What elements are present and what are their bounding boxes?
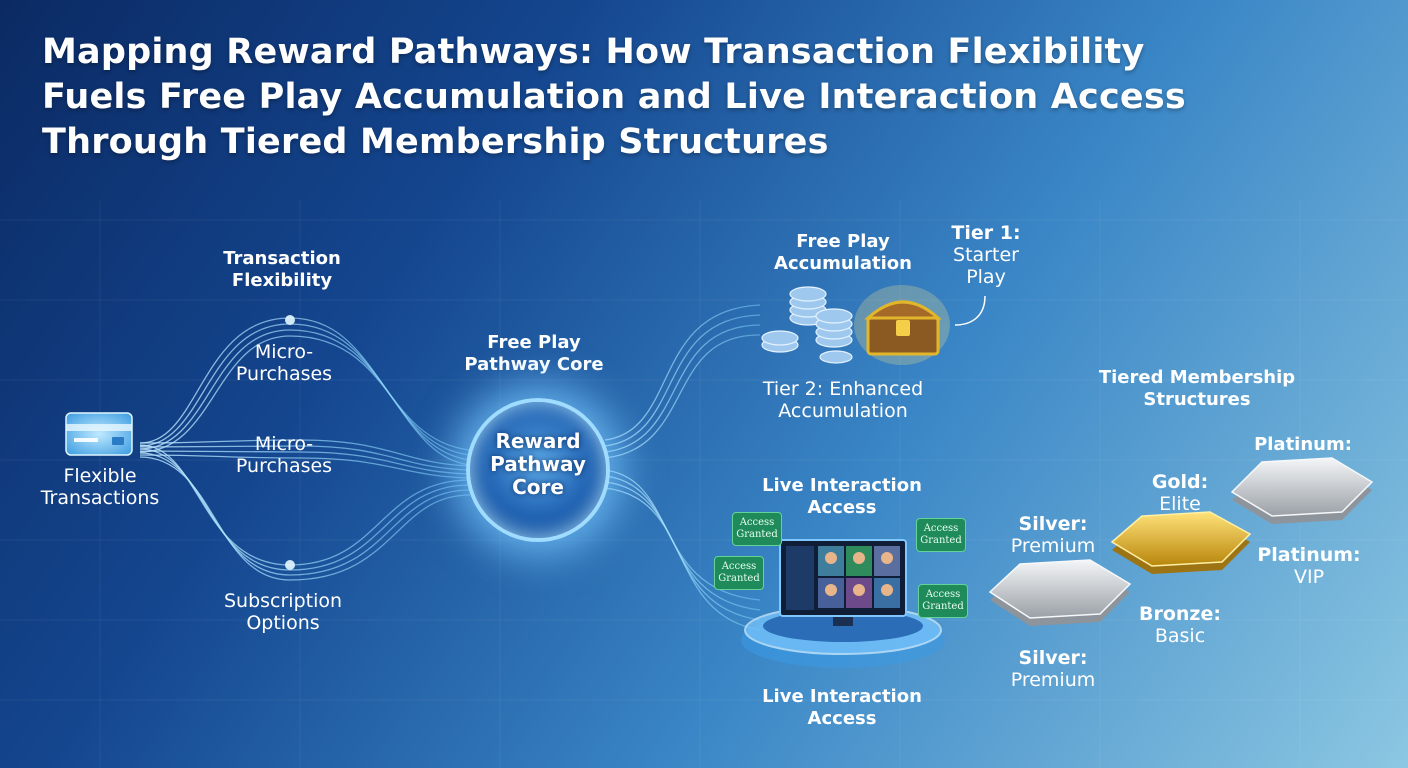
badge-line-1: Access <box>925 589 961 600</box>
badge-line-1: Access <box>923 523 959 534</box>
micro-b-line-2: Purchases <box>235 455 333 477</box>
reward-pathway-core-label: Reward Pathway Core <box>466 430 610 499</box>
silver-line-2: Premium <box>1010 535 1096 557</box>
page-title: Mapping Reward Pathways: How Transaction… <box>42 30 1342 165</box>
silver2-line-2: Premium <box>1010 669 1096 691</box>
video-call-monitor-icon <box>741 539 945 668</box>
access-granted-badge: Access Granted <box>732 512 782 546</box>
live-footer-line-1: Live Interaction <box>762 686 922 707</box>
gold-elite-label: Gold: Elite <box>1130 471 1230 515</box>
micro-a-line-2: Purchases <box>235 363 333 385</box>
tiers-heading-line-1: Tiered Membership <box>1098 367 1296 388</box>
badge-line-2: Granted <box>920 535 962 546</box>
bronze-line-1: Bronze: <box>1139 603 1221 625</box>
tiers-heading-line-2: Structures <box>1143 389 1251 410</box>
tier1-line-1: Tier 1: <box>951 222 1021 244</box>
micro-b-line-1: Micro- <box>254 433 314 455</box>
flex-heading-line-2: Flexibility <box>231 270 333 291</box>
coin-stack-icon <box>761 286 853 364</box>
badge-line-2: Granted <box>736 529 778 540</box>
core-center-line-3: Core <box>512 475 564 499</box>
micro-purchases-label-top: Micro- Purchases <box>212 341 356 385</box>
tier2-line-1: Tier 2: Enhanced <box>762 378 924 400</box>
flow-lines-left <box>139 317 471 581</box>
platinum-vip-label: Platinum: VIP <box>1252 544 1366 588</box>
transaction-flexibility-heading: Transaction Flexibility <box>202 248 362 292</box>
tier-2-enhanced-accumulation-label: Tier 2: Enhanced Accumulation <box>744 378 942 422</box>
flex-heading-line-1: Transaction <box>223 248 341 269</box>
tier-1-starter-play-label: Tier 1: Starter Play <box>938 222 1034 288</box>
tiered-membership-heading: Tiered Membership Structures <box>1086 367 1308 411</box>
access-granted-badge: Access Granted <box>916 518 966 552</box>
subscription-options-label: Subscription Options <box>200 590 366 634</box>
plat-vip-line-2: VIP <box>1293 566 1325 588</box>
flexible-transactions-label: Flexible Transactions <box>22 465 178 509</box>
live-heading-line-1: Live Interaction <box>762 475 922 496</box>
gold-line-2: Elite <box>1159 493 1201 515</box>
silver-premium-label-top: Silver: Premium <box>996 513 1110 557</box>
badge-line-2: Granted <box>718 573 760 584</box>
treasure-chest-icon <box>854 285 950 365</box>
tier2-line-2: Accumulation <box>778 400 908 422</box>
sub-line-1: Subscription <box>223 590 343 612</box>
platinum-tier-label: Platinum: <box>1238 434 1368 456</box>
silver2-line-1: Silver: <box>1018 647 1088 669</box>
core-heading-line-1: Free Play <box>487 332 581 353</box>
fp-heading-line-2: Accumulation <box>774 253 912 274</box>
silver-line-1: Silver: <box>1018 513 1088 535</box>
core-center-line-1: Reward <box>495 429 581 453</box>
free-play-pathway-core-heading: Free Play Pathway Core <box>444 332 624 376</box>
access-granted-badge: Access Granted <box>918 584 968 618</box>
platinum-tier-hexagon <box>1230 457 1374 524</box>
card-label-line-1: Flexible <box>63 465 137 487</box>
core-heading-line-2: Pathway Core <box>464 354 604 375</box>
access-granted-badge: Access Granted <box>714 556 764 590</box>
micro-purchases-label-middle: Micro- Purchases <box>212 433 356 477</box>
badge-line-2: Granted <box>922 601 964 612</box>
sub-line-2: Options <box>246 612 320 634</box>
flow-lines-right <box>604 304 761 631</box>
gold-tier-hexagon <box>1110 511 1252 574</box>
card-label-line-2: Transactions <box>40 487 160 509</box>
live-footer-line-2: Access <box>807 708 877 729</box>
credit-card-icon <box>65 412 133 456</box>
free-play-accumulation-heading: Free Play Accumulation <box>758 231 928 275</box>
title-line-2: Fuels Free Play Accumulation and Live In… <box>42 77 1186 117</box>
tier1-line-3: Play <box>966 266 1006 288</box>
tier1-connector <box>954 295 986 326</box>
core-center-line-2: Pathway <box>490 452 586 476</box>
micro-a-line-1: Micro- <box>254 341 314 363</box>
badge-line-1: Access <box>739 517 775 528</box>
badge-line-1: Access <box>721 561 757 572</box>
live-interaction-access-footer: Live Interaction Access <box>748 686 936 730</box>
bronze-basic-label: Bronze: Basic <box>1130 603 1230 647</box>
plat-vip-line-1: Platinum: <box>1257 544 1361 566</box>
bronze-line-2: Basic <box>1154 625 1206 647</box>
platinum-top-text: Platinum: <box>1254 434 1352 455</box>
title-line-3: Through Tiered Membership Structures <box>42 122 829 162</box>
reward-pathway-core-orb <box>466 398 610 542</box>
silver-premium-label-bottom: Silver: Premium <box>996 647 1110 691</box>
fp-heading-line-1: Free Play <box>796 231 890 252</box>
title-line-1: Mapping Reward Pathways: How Transaction… <box>42 32 1145 72</box>
silver-tier-hexagon <box>988 559 1132 626</box>
live-heading-line-2: Access <box>807 497 877 518</box>
tier1-line-2: Starter <box>953 244 1019 266</box>
gold-line-1: Gold: <box>1151 471 1209 493</box>
live-interaction-access-heading: Live Interaction Access <box>748 475 936 519</box>
